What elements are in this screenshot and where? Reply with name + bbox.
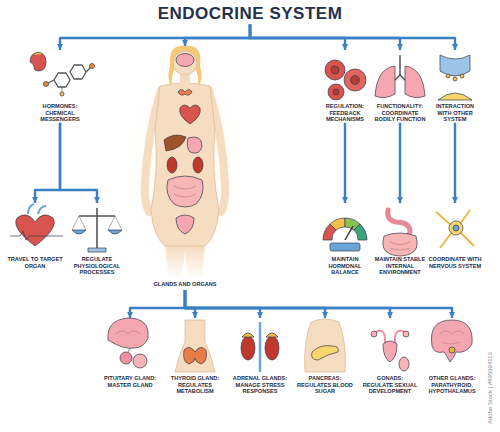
gland-box: ADRENAL GLANDS: MANAGE STRESS RESPONSES [230, 318, 290, 395]
connector-arrow [130, 290, 185, 318]
detail-box: MAINTAIN STABLE INTERNAL ENVIRONMENT [372, 203, 428, 276]
node-label: MAINTAIN STABLE INTERNAL ENVIRONMENT [372, 255, 428, 276]
node-label: REGULATION: FEEDBACK MECHANISMS [317, 102, 373, 123]
node-label: ADRENAL GLANDS: MANAGE STRESS RESPONSES [230, 374, 290, 395]
node-label: GLANDS AND ORGANS [151, 280, 218, 289]
node-label: INTERACTION WITH OTHER SYSTEM [427, 102, 483, 123]
heart-icon [10, 204, 63, 246]
gonads-icon [371, 331, 409, 371]
gauge-icon [323, 218, 367, 251]
gland-box: PITUITARY GLAND: MASTER GLAND [100, 318, 160, 388]
neuron-icon [436, 210, 474, 248]
connector-arrow [250, 24, 455, 50]
intestine-icon [383, 210, 417, 256]
watermark-text: Adobe Stock | #895994113 [487, 352, 493, 424]
gland-box: THYROID GLAND: REGULATES METABOLISM [165, 318, 225, 395]
node-label: THYROID GLAND: REGULATES METABOLISM [165, 374, 225, 395]
concept-box: FUNCTIONALITY: COORDINATE BODILY FUNCTIO… [372, 50, 428, 123]
blood-cell-icon [325, 60, 366, 100]
node-label: PANCREAS: REGULATES BLOOD SUGAR [295, 374, 355, 395]
diagram-title: ENDOCRINE SYSTEM [100, 4, 400, 24]
hormone-icon [30, 52, 95, 96]
body-figure [123, 46, 247, 283]
brain-icon [431, 320, 472, 362]
pituitary-icon [108, 318, 148, 368]
detail-box: REGULATE PHYSIOLOGICAL PROCESSES [68, 203, 126, 276]
concept-box: INTERACTION WITH OTHER SYSTEM [427, 50, 483, 123]
node-label: GONADS: REGULATE SEXUAL DEVELOPMENT [360, 374, 420, 395]
connector-arrow [185, 24, 250, 46]
node-label: COORDINATE WITH NERVOUS SYSTEM [427, 255, 483, 269]
detail-box: COORDINATE WITH NERVOUS SYSTEM [427, 203, 483, 269]
title-node: ENDOCRINE SYSTEM [100, 4, 400, 24]
connector-arrow [60, 123, 97, 203]
connector-arrow [185, 290, 195, 318]
connector-arrow [399, 123, 401, 203]
synapse-icon [438, 55, 472, 100]
detail-box: MAINTAIN HORMONAL BALANCE [317, 203, 373, 276]
node-label: MAINTAIN HORMONAL BALANCE [317, 255, 373, 276]
scale-icon [72, 208, 122, 252]
node-label: TRAVEL TO TARGET ORGAN [6, 255, 64, 269]
node-label: FUNCTIONALITY: COORDINATE BODILY FUNCTIO… [372, 102, 428, 123]
body-node: GLANDS AND ORGANS [140, 46, 230, 290]
connector-arrow [185, 290, 325, 318]
connector-arrow [60, 24, 250, 50]
node-label: REGULATE PHYSIOLOGICAL PROCESSES [68, 255, 126, 276]
node-label: PITUITARY GLAND: MASTER GLAND [100, 374, 160, 388]
concept-box: HORMONES: CHEMICAL MESSENGERS [29, 50, 91, 123]
gland-box: PANCREAS: REGULATES BLOOD SUGAR [295, 318, 355, 395]
connector-arrow [185, 290, 452, 318]
connector-arrow [454, 123, 456, 203]
gland-box: OTHER GLANDS: PARATHYROID, HYPOTHALAMUS [422, 318, 482, 395]
connector-arrow [344, 123, 346, 203]
adrenal-icon [241, 322, 279, 372]
pancreas-icon [305, 319, 346, 372]
connector-arrow [185, 290, 390, 318]
concept-box: REGULATION: FEEDBACK MECHANISMS [317, 50, 373, 123]
detail-box: TRAVEL TO TARGET ORGAN [6, 203, 64, 269]
node-label: OTHER GLANDS: PARATHYROID, HYPOTHALAMUS [422, 374, 482, 395]
lungs-icon [375, 55, 425, 98]
gland-box: GONADS: REGULATE SEXUAL DEVELOPMENT [360, 318, 420, 395]
connector-arrow [35, 123, 60, 203]
node-label: HORMONES: CHEMICAL MESSENGERS [29, 102, 91, 123]
thyroid-icon [175, 320, 215, 372]
connector-arrow [185, 290, 260, 318]
